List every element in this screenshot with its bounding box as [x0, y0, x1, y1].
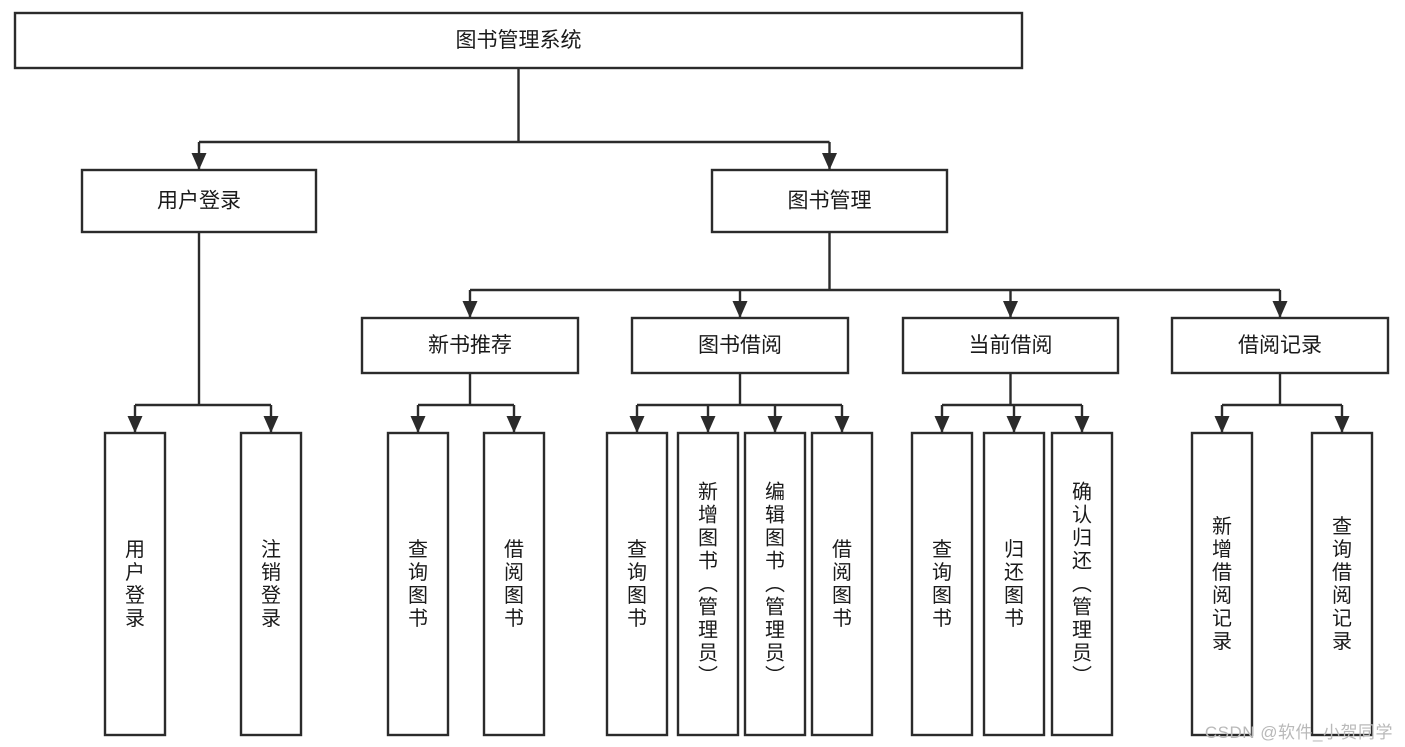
node-leaf-0-box[interactable] — [103, 431, 167, 737]
edge-book-manage-children-arrow-2 — [1003, 301, 1018, 318]
node-leaf-0-label: 用户登录 — [125, 539, 145, 630]
node-root-label: 图书管理系统 — [456, 29, 582, 52]
edge-current-borrow-children-arrow-2 — [1074, 416, 1090, 433]
node-leaf-1-label: 注销登录 — [261, 538, 281, 630]
node-leaf-12-label: 查询借阅记录 — [1332, 515, 1352, 653]
nodes-layer: 图书管理系统用户登录图书管理新书推荐图书借阅当前借阅借阅记录用户登录注销登录查询… — [13, 11, 1390, 737]
node-level3-0-box[interactable] — [360, 316, 580, 375]
node-leaf-11-label: 新增借阅记录 — [1212, 515, 1232, 653]
node-level3-2-label: 当前借阅 — [969, 334, 1053, 357]
edge-book-borrow-children-arrow-3 — [834, 416, 850, 433]
node-leaf-12-box[interactable] — [1310, 431, 1374, 737]
node-level2-0[interactable]: 用户登录 — [80, 168, 318, 234]
node-level3-3[interactable]: 借阅记录 — [1170, 316, 1390, 375]
node-level3-1-label: 图书借阅 — [698, 334, 782, 357]
node-level3-1-box[interactable] — [630, 316, 850, 375]
edges-layer — [127, 68, 1350, 433]
node-root-box[interactable] — [13, 11, 1024, 70]
node-leaf-4-box[interactable] — [605, 431, 669, 737]
edge-user-login-children-arrow-0 — [127, 416, 143, 433]
node-leaf-10[interactable]: 确认归还︵管理员︶ — [1050, 431, 1114, 737]
node-leaf-7-label: 借阅图书 — [832, 538, 852, 630]
node-leaf-4-label: 查询图书 — [627, 538, 647, 630]
node-leaf-8-box[interactable] — [910, 431, 974, 737]
node-leaf-5-box[interactable] — [676, 431, 740, 737]
node-level2-1-label: 图书管理 — [788, 190, 872, 213]
node-level2-0-label: 用户登录 — [157, 190, 241, 213]
edge-new-book-rec-children-arrow-0 — [410, 416, 426, 433]
node-level3-0[interactable]: 新书推荐 — [360, 316, 580, 375]
node-leaf-7-box[interactable] — [810, 431, 874, 737]
node-leaf-9-label: 归还图书 — [1004, 538, 1024, 630]
edge-current-borrow-children-arrow-1 — [1006, 416, 1022, 433]
edge-root-children-arrow-0 — [191, 153, 207, 170]
node-level2-1-box[interactable] — [710, 168, 949, 234]
node-leaf-9-box[interactable] — [982, 431, 1046, 737]
node-level3-3-box[interactable] — [1170, 316, 1390, 375]
node-level3-2-box[interactable] — [901, 316, 1120, 375]
node-leaf-8[interactable]: 查询图书 — [910, 431, 974, 737]
node-leaf-3-label: 借阅图书 — [504, 538, 524, 630]
edge-current-borrow-children-arrow-0 — [934, 416, 950, 433]
edge-user-login-children-arrow-1 — [263, 416, 279, 433]
node-level2-1[interactable]: 图书管理 — [710, 168, 949, 234]
node-leaf-10-box[interactable] — [1050, 431, 1114, 737]
node-leaf-3[interactable]: 借阅图书 — [482, 431, 546, 737]
node-leaf-11[interactable]: 新增借阅记录 — [1190, 431, 1254, 737]
edge-book-manage-children-arrow-1 — [732, 301, 748, 318]
node-level3-0-label: 新书推荐 — [428, 334, 512, 357]
edge-book-borrow-children-arrow-0 — [629, 416, 645, 433]
node-level3-1[interactable]: 图书借阅 — [630, 316, 850, 375]
node-leaf-6-box[interactable] — [743, 431, 807, 737]
node-leaf-2[interactable]: 查询图书 — [386, 431, 450, 737]
node-leaf-1[interactable]: 注销登录 — [239, 431, 303, 737]
edge-root-children-arrow-1 — [822, 153, 837, 170]
node-leaf-0[interactable]: 用户登录 — [103, 431, 167, 737]
node-root[interactable]: 图书管理系统 — [13, 11, 1024, 70]
node-leaf-5[interactable]: 新增图书︵管理员︶ — [676, 431, 740, 737]
edge-book-manage-children-arrow-3 — [1272, 301, 1288, 318]
edge-book-manage-children-arrow-0 — [462, 301, 478, 318]
node-leaf-12[interactable]: 查询借阅记录 — [1310, 431, 1374, 737]
edge-borrow-record-children-arrow-0 — [1214, 416, 1230, 433]
edge-book-borrow-children-arrow-2 — [767, 416, 783, 433]
node-level3-3-label: 借阅记录 — [1238, 334, 1322, 357]
node-leaf-4[interactable]: 查询图书 — [605, 431, 669, 737]
node-level3-2[interactable]: 当前借阅 — [901, 316, 1120, 375]
node-leaf-11-box[interactable] — [1190, 431, 1254, 737]
node-leaf-2-label: 查询图书 — [408, 538, 428, 630]
edge-new-book-rec-children-arrow-1 — [506, 416, 522, 433]
edge-borrow-record-children-arrow-1 — [1334, 416, 1350, 433]
node-leaf-3-box[interactable] — [482, 431, 546, 737]
node-leaf-8-label: 查询图书 — [932, 538, 952, 630]
node-leaf-10-label: 确认归还︵管理员︶ — [1072, 480, 1092, 687]
node-leaf-6[interactable]: 编辑图书︵管理员︶ — [743, 431, 807, 737]
edge-book-borrow-children-arrow-1 — [700, 416, 716, 433]
node-leaf-9[interactable]: 归还图书 — [982, 431, 1046, 737]
node-leaf-2-box[interactable] — [386, 431, 450, 737]
node-leaf-6-label: 编辑图书︵管理员︶ — [765, 480, 785, 687]
node-level2-0-box[interactable] — [80, 168, 318, 234]
node-leaf-1-box[interactable] — [239, 431, 303, 737]
node-leaf-7[interactable]: 借阅图书 — [810, 431, 874, 737]
node-leaf-5-label: 新增图书︵管理员︶ — [698, 480, 718, 687]
